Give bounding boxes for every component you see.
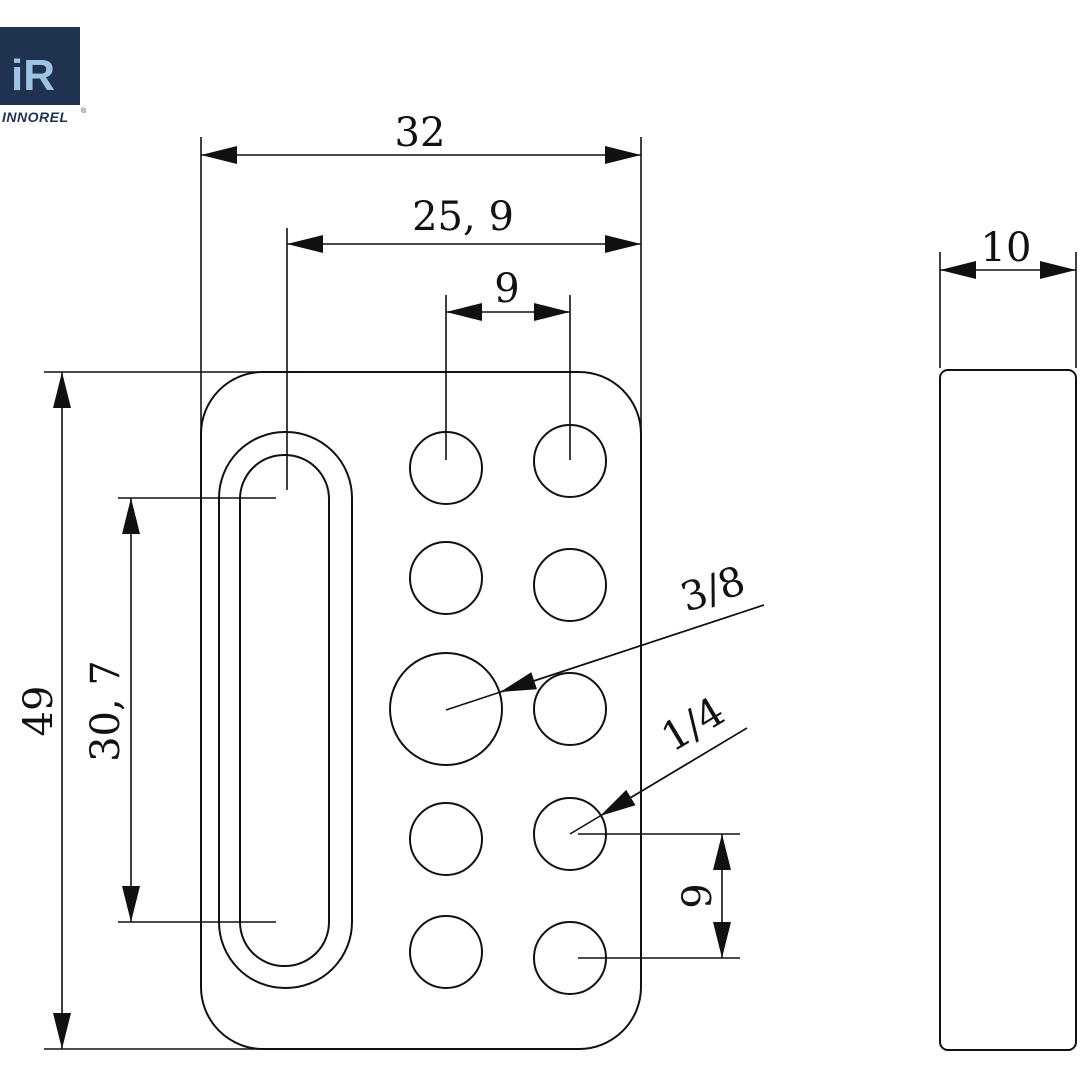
callout-small-thread-label: 1/4 <box>654 689 733 762</box>
logo-wordmark: INNOREL <box>2 109 69 125</box>
slot-outer <box>218 431 353 989</box>
logo-badge <box>0 27 80 105</box>
dim-overall-height: 49 <box>16 371 300 1050</box>
logo-mark: iR <box>11 51 55 100</box>
dim-overall-width: 32 <box>200 110 642 440</box>
dim-slot-offset-label: 25, 9 <box>412 194 514 240</box>
dim-slot-length: 30, 7 <box>83 497 276 923</box>
dim-hole-pitch-horizontal-label: 9 <box>494 266 519 312</box>
slot-inner <box>239 454 330 967</box>
dim-thickness: 10 <box>939 225 1077 368</box>
dim-slot-offset: 25, 9 <box>286 194 641 490</box>
hole-left-5 <box>409 915 483 989</box>
hole-right-3 <box>533 672 607 746</box>
dim-overall-width-label: 32 <box>395 110 446 156</box>
side-outline <box>939 369 1077 1051</box>
dim-hole-pitch-vertical: 9 <box>578 833 740 959</box>
plate-side-view <box>939 369 1077 1051</box>
logo-registered-mark: ® <box>81 107 87 115</box>
plate-front-view <box>200 371 642 1050</box>
dim-overall-height-label: 49 <box>16 686 62 737</box>
hole-left-2 <box>409 541 483 615</box>
hole-left-4 <box>409 802 483 876</box>
callout-large-thread-label: 3/8 <box>675 558 750 622</box>
dim-hole-pitch-horizontal: 9 <box>445 266 571 460</box>
plate-outline <box>200 371 642 1050</box>
callout-small-thread: 1/4 <box>569 689 748 835</box>
dim-slot-length-label: 30, 7 <box>83 660 129 762</box>
dim-hole-pitch-vertical-label: 9 <box>675 883 721 908</box>
large-hole-3-8 <box>389 652 503 766</box>
hole-right-2 <box>533 548 607 622</box>
brand-logo: iR INNOREL ® <box>0 27 87 125</box>
dim-thickness-label: 10 <box>981 225 1032 271</box>
